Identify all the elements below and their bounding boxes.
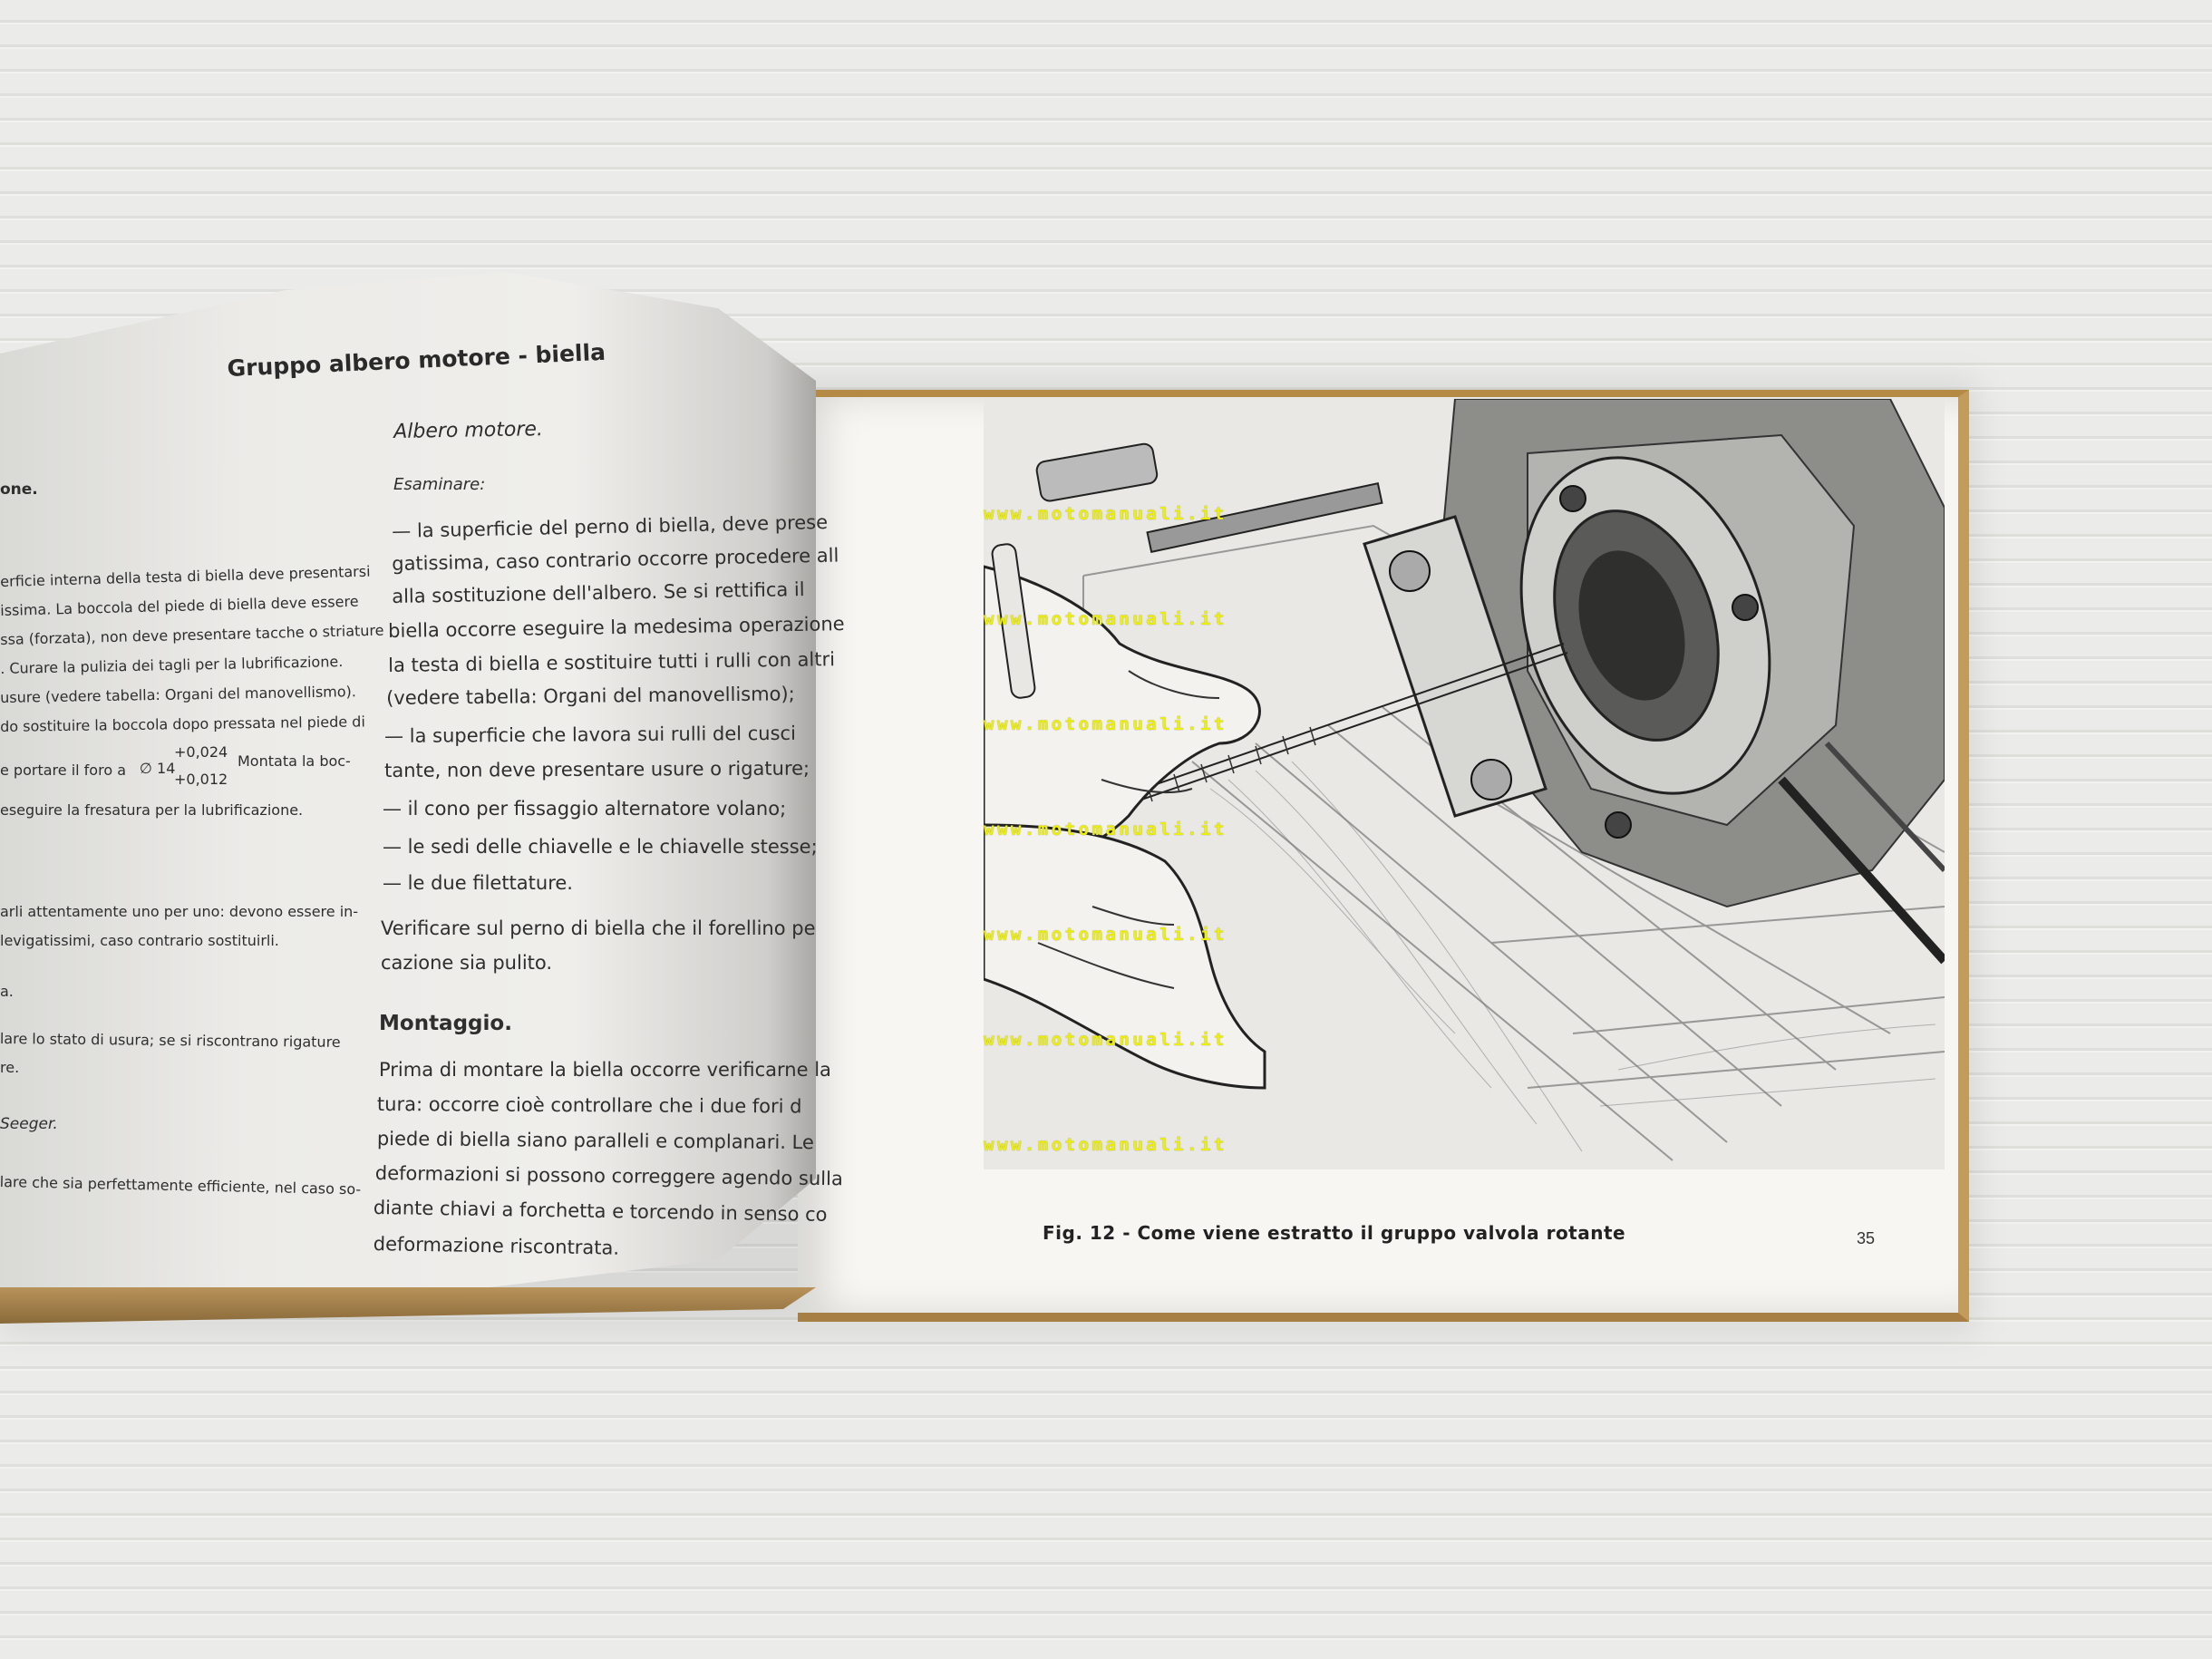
body-line: lare lo stato di usura; se si riscontran… <box>0 1030 341 1051</box>
watermark-text: www.motomanuali.it <box>984 1030 1227 1050</box>
body-line: — il cono per fissaggio alternatore vola… <box>383 798 787 820</box>
body-line: levigatissimi, caso contrario sostituirl… <box>0 932 279 949</box>
body-line: — la superficie che lavora sui rulli del… <box>384 722 796 747</box>
body-line: Montata la boc- <box>238 752 351 770</box>
body-line: piede di biella siano paralleli e compla… <box>376 1128 814 1154</box>
tolerance-lower: +0,012 <box>174 771 228 788</box>
watermark-text: www.motomanuali.it <box>984 1135 1227 1155</box>
body-line: tante, non deve presentare usure o rigat… <box>384 757 810 781</box>
watermark-text: www.motomanuali.it <box>984 714 1227 734</box>
body-line: cazione sia pulito. <box>381 952 553 974</box>
left-page <box>0 272 816 1315</box>
body-line: tura: occorre cioè controllare che i due… <box>376 1093 802 1118</box>
watermark-text: www.motomanuali.it <box>984 504 1227 524</box>
bore-symbol: ∅ 14 <box>140 760 176 777</box>
body-line: — le due filettature. <box>383 872 573 894</box>
body-line: eseguire la fresatura per la lubrificazi… <box>0 801 304 819</box>
watermark-text: www.motomanuali.it <box>984 609 1227 629</box>
examine-label: Esaminare: <box>393 475 486 494</box>
subheading-albero: Albero motore. <box>393 418 544 443</box>
puller-drawing <box>984 399 1945 1161</box>
montaggio-heading: Montaggio. <box>379 1012 512 1035</box>
figure-caption: Fig. 12 - Come viene estratto il gruppo … <box>1043 1222 1626 1244</box>
tolerance-upper: +0,024 <box>174 743 228 761</box>
body-line: Verificare sul perno di biella che il fo… <box>381 917 816 939</box>
engine-illustration <box>984 399 1945 1169</box>
watermark-text: www.motomanuali.it <box>984 925 1227 945</box>
page-number: 35 <box>1857 1229 1876 1247</box>
body-line: Seeger. <box>0 1115 58 1133</box>
section-fragment-heading: one. <box>0 480 38 499</box>
body-line: — le sedi delle chiavelle e le chiavelle… <box>383 836 818 858</box>
body-line: a. <box>0 983 14 1000</box>
body-line: Prima di montare la biella occorre verif… <box>379 1059 831 1081</box>
body-line: (vedere tabella: Organi del manovellismo… <box>386 683 795 709</box>
body-line: e portare il foro a <box>0 762 126 779</box>
body-line: re. <box>0 1059 20 1076</box>
body-line: deformazione riscontrata. <box>373 1233 620 1259</box>
watermark-text: www.motomanuali.it <box>984 820 1227 839</box>
body-line: arli attentamente uno per uno: devono es… <box>0 903 359 920</box>
